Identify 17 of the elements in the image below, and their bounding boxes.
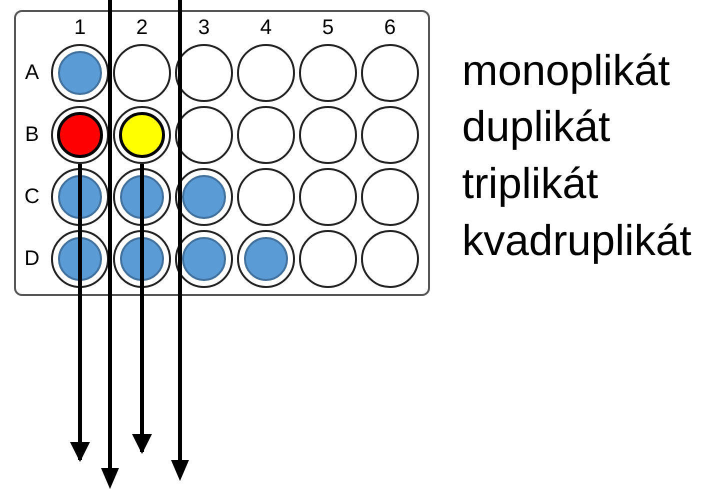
grid-label: 3 [198, 17, 210, 38]
grid-label: 5 [322, 17, 334, 38]
replicate-label: kvadruplikát [462, 220, 692, 263]
grid-label: B [25, 124, 39, 145]
grid-label: D [24, 248, 40, 269]
well-plate [14, 10, 430, 296]
arrow [70, 164, 90, 462]
replicate-label: duplikát [462, 106, 610, 149]
grid-label: A [25, 62, 39, 83]
grid-label: 1 [74, 17, 86, 38]
arrow [132, 164, 152, 454]
grid-label: 2 [136, 17, 148, 38]
replicate-label: monoplikát [462, 50, 670, 93]
replicate-label: triplikát [462, 163, 598, 206]
grid-label: 4 [260, 17, 272, 38]
grid-label: C [24, 186, 40, 207]
grid-label: 6 [384, 17, 396, 38]
